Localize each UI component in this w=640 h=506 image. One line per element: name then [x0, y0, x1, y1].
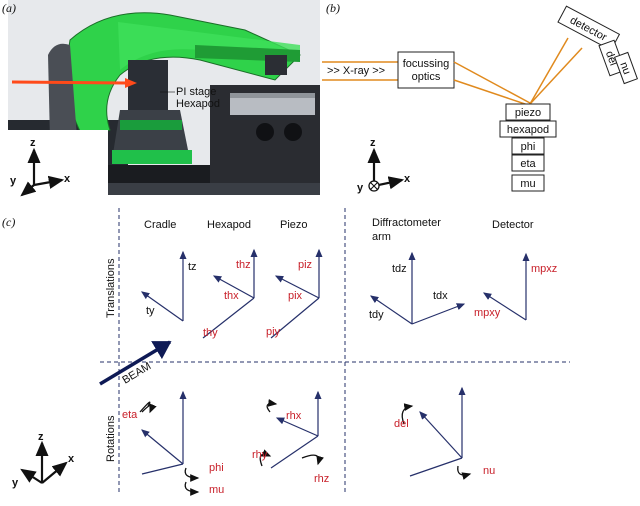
- axis-b-x: x: [404, 173, 411, 185]
- label-eta: eta: [122, 409, 138, 421]
- label-tdx: tdx: [433, 290, 448, 302]
- col-hexapod: Hexapod: [207, 219, 251, 231]
- label-rhz: rhz: [314, 473, 329, 485]
- optics-label-2: optics: [412, 71, 441, 83]
- axes-c: z x y: [12, 431, 75, 489]
- label-piy: piy: [266, 326, 281, 338]
- beam-label: BEAM: [120, 360, 153, 386]
- col-piezo: Piezo: [280, 219, 308, 231]
- piezo-box: [505, 103, 551, 121]
- axis-b-y: y: [357, 182, 364, 194]
- stack-mu: mu: [520, 178, 535, 190]
- arm-rotations: del nu: [394, 386, 495, 480]
- label-rhy: rhy: [252, 449, 268, 461]
- label-mu: mu: [209, 484, 224, 496]
- axes-a: z x y: [10, 137, 71, 197]
- label-nu: nu: [483, 465, 495, 477]
- pi-stage-label: PI stage: [176, 86, 216, 98]
- label-ty: ty: [146, 305, 155, 317]
- nu-box: [613, 51, 639, 85]
- axes-b: z x y: [357, 137, 411, 194]
- label-phi: phi: [209, 462, 224, 474]
- eta-box: [511, 154, 545, 172]
- cradle-rotations: eta phi mu: [122, 390, 224, 496]
- stack-phi: phi: [521, 141, 536, 153]
- label-thx: thx: [224, 290, 239, 302]
- label-piz: piz: [298, 259, 312, 271]
- panel-label-b: (b): [326, 1, 340, 15]
- piezo-translations: piz pix piy: [266, 248, 323, 339]
- label-tz: tz: [188, 261, 197, 273]
- focussing-optics-box: [397, 51, 455, 89]
- label-mpxy: mpxy: [474, 307, 501, 319]
- label-pix: pix: [288, 290, 303, 302]
- label-thz: thz: [236, 259, 251, 271]
- label-tdz: tdz: [392, 263, 407, 275]
- cradle-translations: tz ty: [141, 250, 197, 322]
- panel-label-c: (c): [2, 215, 15, 229]
- row-rotations: Rotations: [105, 415, 117, 462]
- optics-label-1: focussing: [403, 58, 449, 70]
- beam-arrow: [99, 340, 172, 386]
- label-del: del: [394, 418, 409, 430]
- axis-a-z: z: [30, 137, 36, 149]
- col-detector: Detector: [492, 219, 534, 231]
- axis-a-x: x: [64, 173, 71, 185]
- panel-label-a: (a): [2, 1, 16, 15]
- col-cradle: Cradle: [144, 219, 176, 231]
- col-arm-2: arm: [372, 231, 391, 243]
- stack-eta: eta: [520, 158, 536, 170]
- axis-a-y: y: [10, 175, 17, 187]
- nu-label: nu: [617, 61, 632, 77]
- arm-translations: tdz tdx tdy: [369, 251, 466, 325]
- axis-c-z: z: [38, 431, 44, 443]
- label-tdy: tdy: [369, 309, 384, 321]
- row-translations: Translations: [105, 258, 117, 318]
- axis-c-y: y: [12, 477, 19, 489]
- phi-box: [511, 137, 545, 155]
- stack-hexapod: hexapod: [507, 124, 549, 136]
- hexapod-box: [499, 120, 557, 138]
- hexapod-translations: thz thx thy: [202, 248, 258, 339]
- mu-box: [511, 174, 545, 192]
- hexapod-rotations: rhx rhy rhz: [252, 390, 329, 485]
- schematic: >> X-ray >> focussing optics detector de…: [322, 5, 639, 192]
- axis-c-x: x: [68, 453, 75, 465]
- del-label: del: [603, 49, 619, 67]
- label-thy: thy: [203, 327, 218, 339]
- xray-label: >> X-ray >>: [327, 65, 385, 77]
- label-rhx: rhx: [286, 410, 302, 422]
- hexapod-label-photo: Hexapod: [176, 98, 220, 110]
- stack-piezo: piezo: [515, 107, 541, 119]
- col-arm-1: Diffractometer: [372, 217, 441, 229]
- axis-b-z: z: [370, 137, 376, 149]
- label-mpxz: mpxz: [531, 263, 557, 275]
- detector-translations: mpxz mpxy: [474, 252, 557, 321]
